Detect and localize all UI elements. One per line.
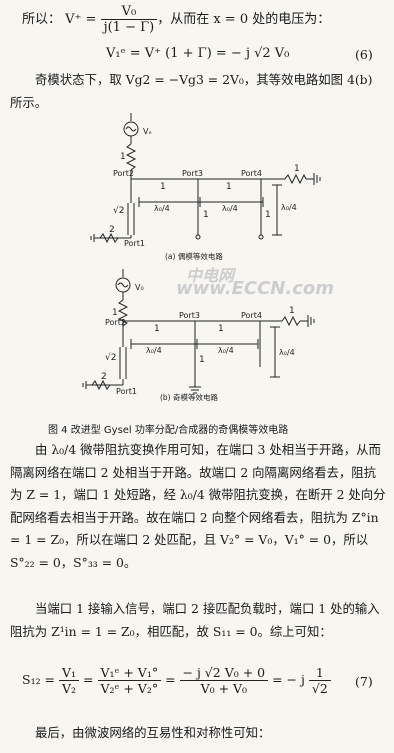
paragraph-last: 最后，由微波网络的互易性和对称性可知：	[35, 725, 271, 740]
source-label: V₀	[135, 283, 144, 292]
length-label: λ₀/4	[218, 346, 234, 355]
impedance-label: √2	[113, 205, 124, 216]
segment-label: 1	[160, 182, 166, 192]
resistor-label: 1	[120, 152, 126, 162]
equation-6: V₁ᵉ = V⁺ (1 + Γ) = − j √2 V₀	[106, 46, 290, 61]
equation-7: S₁₂ = V₁ V₂ = V₁ᵉ + V₁° V₂ᵉ + V₂° = − j …	[22, 665, 331, 696]
subcaption-a: (a) 偶模等效电路	[165, 251, 223, 261]
stub-label: 1	[203, 210, 209, 220]
load-label: 1	[289, 306, 295, 316]
segment-label: 1	[154, 324, 160, 334]
length-label: λ₀/4	[222, 204, 238, 213]
subcaption-b: (b) 奇模等效电路	[160, 392, 218, 402]
paragraph-analysis: 由 λ₀/4 微带阻抗变换作用可知，在端口 3 处相当于开路，从而隔离网络在端口…	[10, 442, 386, 570]
segment-label: 1	[226, 182, 232, 192]
length-label: λ₀/4	[279, 348, 295, 357]
port2-label: Port2	[113, 169, 134, 178]
load-label: 1	[294, 164, 300, 174]
resistor-label: 2	[101, 372, 107, 382]
length-label: λ₀/4	[281, 203, 297, 212]
fraction: V₁ V₂	[59, 665, 80, 696]
port4-label: Port4	[241, 169, 262, 178]
resistor-label: 1	[112, 308, 118, 318]
equation-number-7: (7)	[355, 674, 373, 689]
paragraph-port1: 当端口 1 接输入信号，端口 2 接匹配负载时，端口 1 处的输入阻抗为 Z¹i…	[10, 601, 380, 639]
stub-label: 1	[265, 210, 271, 220]
even-mode-circuit: Vₑ 1 Port2 Port3 Port4 1 1 1 λ₀/4 λ₀/4 1…	[90, 113, 321, 261]
port4-label: Port4	[241, 311, 262, 320]
fraction: 1 √2	[308, 665, 331, 696]
fraction: V₁ᵉ + V₁° V₂ᵉ + V₂°	[97, 665, 162, 696]
fraction: − j √2 V₀ + 0 V₀ + V₀	[179, 665, 269, 696]
port1-label: Port1	[116, 387, 137, 396]
resistor-label: 2	[109, 225, 115, 235]
length-label: λ₀/4	[146, 346, 162, 355]
length-label: λ₀/4	[154, 204, 170, 213]
segment-label: 1	[218, 324, 224, 334]
equation-number-6: (6)	[355, 47, 373, 62]
figure-caption: 图 4 改进型 Gysel 功率分配/合成器的奇偶模等效电路	[48, 425, 289, 436]
port3-label: Port3	[179, 311, 200, 320]
source-label: Vₑ	[143, 127, 152, 136]
impedance-label: √2	[105, 352, 116, 363]
paragraph-odd-mode: 奇模状态下，取 Vg2 = −Vg3 = 2V₀，其等效电路如图 4(b) 所示…	[10, 72, 373, 110]
port3-label: Port3	[182, 169, 203, 178]
equation-vplus: 所以： V⁺ = V₀ j(1 − Γ) ，从而在 x = 0 处的电压为：	[22, 4, 331, 35]
port1-label: Port1	[124, 239, 145, 248]
odd-mode-circuit: V₀ 1 Port2 Port3 Port4 1 1 1 λ₀/4 λ₀/4 1	[82, 269, 315, 402]
stub-label: 1	[199, 355, 205, 365]
fraction: V₀ j(1 − Γ)	[100, 4, 158, 35]
figure-4-circuits: Vₑ 1 Port2 Port3 Port4 1 1 1 λ₀/4 λ₀/4 1…	[82, 113, 321, 402]
port2-label: Port2	[105, 318, 126, 327]
